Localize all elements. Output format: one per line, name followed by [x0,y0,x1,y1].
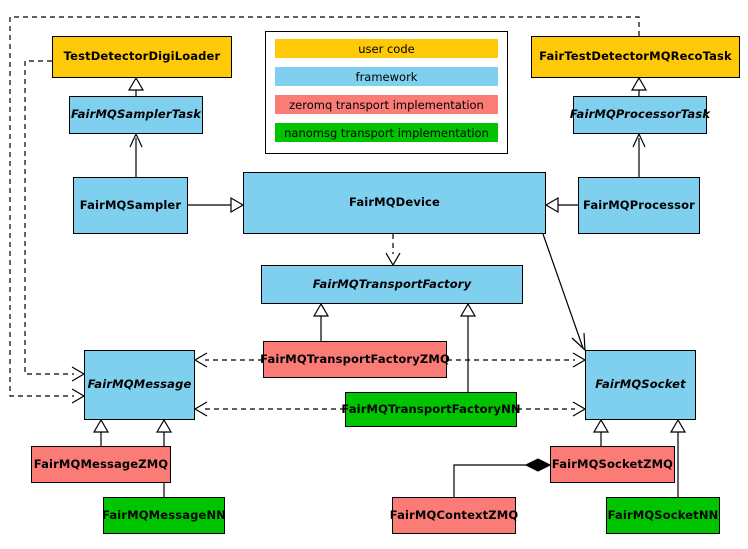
edge-factoryzmq-to-socket [447,352,587,368]
class-node-fairmqsamplertask[interactable]: FairMQSamplerTask [69,96,203,134]
class-node-fairmqdevice[interactable]: FairMQDevice [243,172,546,234]
class-node-testdetectordigiloader[interactable]: TestDetectorDigiLoader [52,36,232,78]
class-label: FairMQProcessorTask [569,107,711,122]
edge-contextzmq-to-socketzmq [453,458,552,497]
class-node-fairmqmessagenn[interactable]: FairMQMessageNN [102,497,226,534]
edge-processor-to-device [544,196,578,214]
class-label: FairMQTransportFactoryNN [341,401,521,416]
class-label: FairMQProcessor [583,197,695,212]
class-node-fairmqtransportfactoryzmq[interactable]: FairMQTransportFactoryZMQ [260,341,450,378]
class-label: FairMQTransportFactoryZMQ [260,351,450,366]
class-node-fairmqprocessor[interactable]: FairMQProcessor [578,177,700,234]
edge-factoryzmq-to-transportfactory [312,302,330,341]
legend-item-nanomsg: nanomsg transport implementation [275,123,498,142]
edge-processortask-to-recotask [630,76,648,96]
edge-device-to-transportfactory [385,234,401,267]
class-label: FairMQMessageNN [102,507,226,522]
edge-factoryzmq-to-message [193,352,263,368]
class-label: FairMQSocketZMQ [551,456,674,471]
edge-messagezmq-to-message [92,418,110,446]
legend-item-user-code: user code [275,39,498,58]
class-label: FairMQDevice [349,195,440,210]
class-label: FairMQMessageZMQ [33,456,169,471]
legend-label: framework [355,69,418,84]
edge-sampler-to-samplertask [129,132,143,177]
edge-device-to-socket [542,233,586,352]
class-label: FairMQSocketNN [607,507,719,522]
class-node-fairmqsampler[interactable]: FairMQSampler [73,177,188,234]
edge-sampler-to-device [188,196,245,214]
edge-processor-to-processortask [632,132,646,177]
class-label: FairMQSocket [595,377,686,392]
class-node-fairmqmessagezmq[interactable]: FairMQMessageZMQ [31,446,171,483]
edge-factorynn-to-transportfactory [459,302,477,392]
class-label: FairMQSamplerTask [70,107,202,122]
class-node-fairmqsocketnn[interactable]: FairMQSocketNN [606,497,720,534]
class-label: FairTestDetectorMQRecoTask [539,49,732,64]
legend-label: zeromq transport implementation [289,97,484,112]
class-node-fairmqsocket[interactable]: FairMQSocket [585,350,696,420]
legend-item-zeromq: zeromq transport implementation [275,95,498,114]
legend-label: nanomsg transport implementation [284,125,489,140]
class-node-fairmqtransportfactorynn[interactable]: FairMQTransportFactoryNN [341,392,521,427]
class-label: FairMQContextZMQ [389,507,519,522]
class-node-fairtestdetectormqrecotask[interactable]: FairTestDetectorMQRecoTask [531,36,740,78]
class-node-fairmqprocessortask[interactable]: FairMQProcessorTask [569,96,711,134]
edge-socketzmq-to-socket [592,418,610,446]
class-node-fairmqtransportfactory[interactable]: FairMQTransportFactory [261,265,523,304]
class-label: FairMQSampler [79,197,182,212]
class-label: FairMQMessage [87,377,192,392]
class-label: FairMQTransportFactory [312,276,472,291]
edge-factorynn-to-socket [517,401,587,417]
edge-factorynn-to-message [193,401,345,417]
class-node-fairmqmessage[interactable]: FairMQMessage [84,350,195,420]
legend-label: user code [358,41,415,56]
legend-panel: user code framework zeromq transport imp… [265,31,508,154]
class-node-fairmqsocketzmq[interactable]: FairMQSocketZMQ [550,446,675,483]
legend-item-framework: framework [275,67,498,86]
class-label: TestDetectorDigiLoader [63,49,221,64]
edge-samplertask-to-digiloader [127,76,145,96]
class-node-fairmqcontextzmq[interactable]: FairMQContextZMQ [389,497,519,534]
